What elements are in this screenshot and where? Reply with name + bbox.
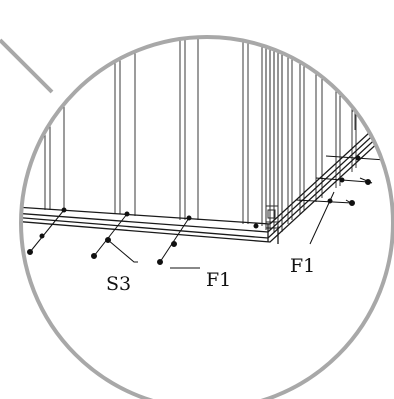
callout-s3: S3 <box>106 273 131 295</box>
side-screw-2 <box>315 177 373 185</box>
screw-1 <box>27 207 67 255</box>
base-frame <box>21 109 393 244</box>
magnifier-circle <box>19 35 394 399</box>
magnifier-leader-line <box>0 38 54 94</box>
callout-f1-front: F1 <box>206 269 231 291</box>
callout-leaders <box>107 191 335 269</box>
screw-3 <box>157 215 192 265</box>
screw-4 <box>253 223 259 229</box>
front-screws <box>27 207 259 265</box>
side-screws <box>295 155 391 206</box>
callout-f1-side: F1 <box>290 255 315 277</box>
